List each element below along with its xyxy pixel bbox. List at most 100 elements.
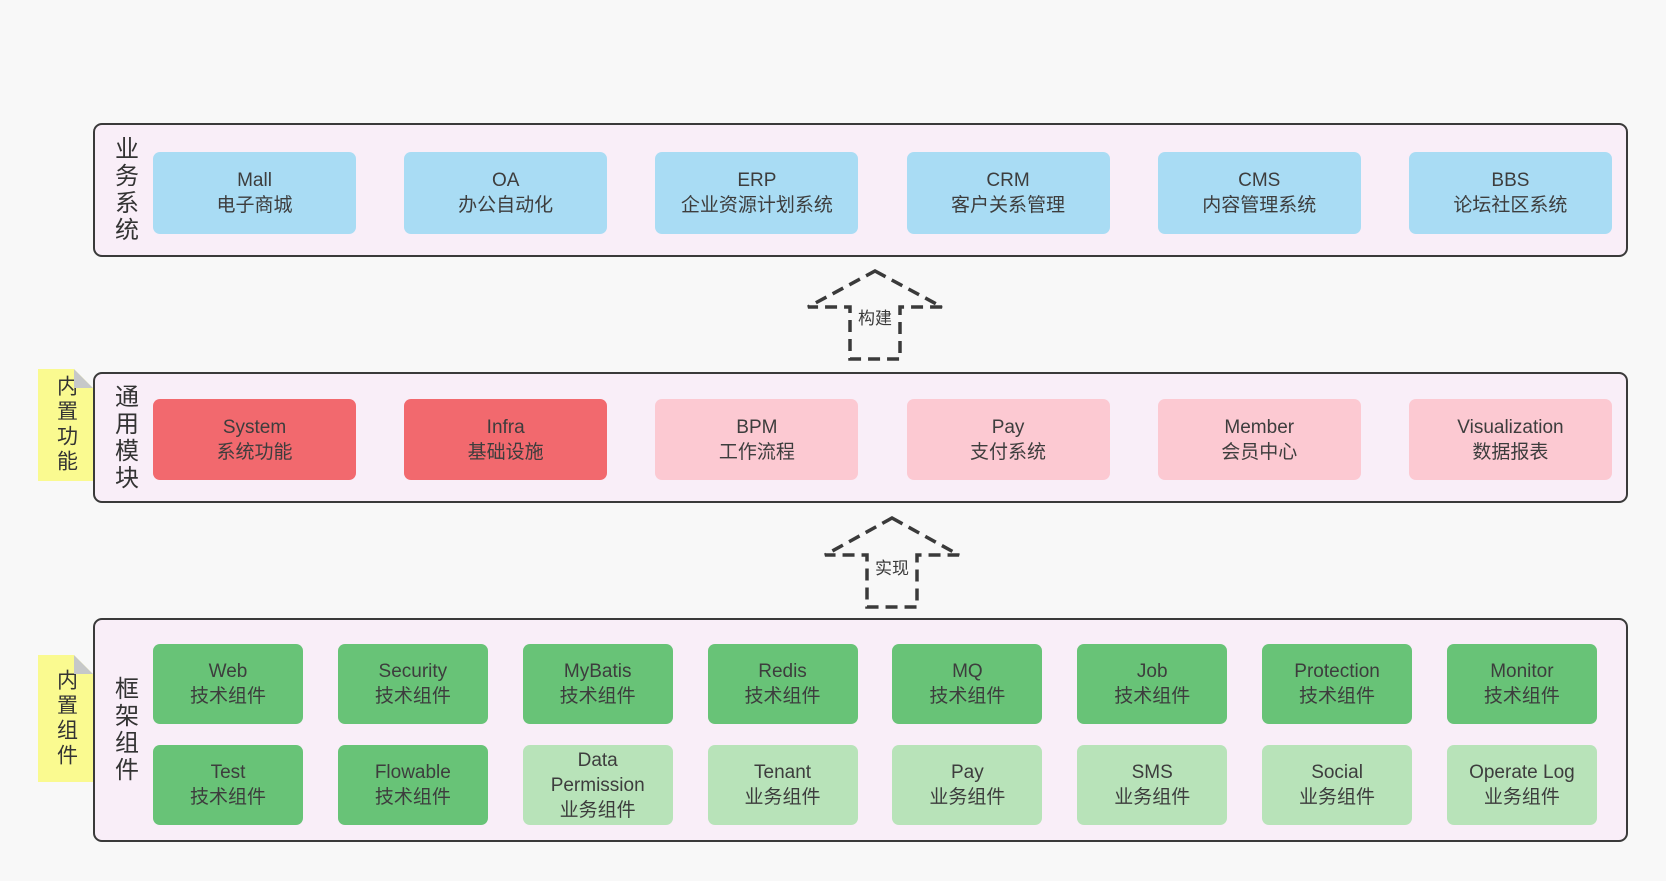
node-title-en: Infra <box>486 416 525 438</box>
node-sms: SMS 业务组件 <box>1077 745 1228 825</box>
node-oa: OA 办公自动化 <box>404 152 608 234</box>
node-social: Social 业务组件 <box>1262 745 1413 825</box>
node-title-cn: 技术组件 <box>559 686 636 707</box>
node-title-en: Test <box>210 762 246 783</box>
node-data-permission: Data Permission 业务组件 <box>522 745 673 825</box>
node-title-en: BBS <box>1491 170 1530 191</box>
node-pay: Pay 支付系统 <box>906 399 1110 480</box>
node-flowable: Flowable 技术组件 <box>337 745 488 825</box>
components-box-row-1: Web 技术组件 Security 技术组件 MyBatis 技术组件 Redi… <box>153 644 1597 724</box>
node-visualization: Visualization 数据报表 <box>1408 399 1612 480</box>
layer-label-components: 框架组件 <box>110 676 138 784</box>
layer-label-business: 业务系统 <box>110 136 138 244</box>
node-security: Security 技术组件 <box>337 644 488 724</box>
node-bpm: BPM 工作流程 <box>655 399 859 480</box>
folded-corner-icon <box>74 655 93 674</box>
node-title-en: CRM <box>986 170 1030 191</box>
node-title-en: Web <box>208 661 248 682</box>
node-title-en: MyBatis <box>563 661 632 682</box>
node-monitor: Monitor 技术组件 <box>1446 644 1597 724</box>
build-arrow-label: 构建 <box>858 309 892 328</box>
node-title-cn: 业务组件 <box>1114 787 1191 808</box>
node-title-en: Flowable <box>374 762 451 783</box>
node-title-cn: 技术组件 <box>1114 686 1191 707</box>
node-title-cn: 内容管理系统 <box>1202 195 1317 216</box>
node-title-en: CMS <box>1238 170 1281 191</box>
node-title-cn: 办公自动化 <box>458 195 554 216</box>
node-title-en: Redis <box>758 661 807 682</box>
sticky-note-label: 内置组件 <box>54 668 78 769</box>
up-arrow-icon <box>824 516 960 609</box>
node-bbs: BBS 论坛社区系统 <box>1408 152 1612 234</box>
node-title-cn: 系统功能 <box>216 441 293 463</box>
node-cms: CMS 内容管理系统 <box>1157 152 1361 234</box>
framework-components-layer: 框架组件 Web 技术组件 Security 技术组件 MyBatis 技术组件… <box>93 618 1628 842</box>
node-redis: Redis 技术组件 <box>707 644 858 724</box>
node-title-en: ERP <box>737 170 777 191</box>
node-title-en: Pay <box>991 416 1025 438</box>
business-box-row: Mall 电子商城 OA 办公自动化 ERP 企业资源计划系统 CRM 客户关系… <box>153 152 1612 234</box>
node-title-en: SMS <box>1131 762 1173 783</box>
node-title-cn: 业务组件 <box>559 799 636 821</box>
node-mybatis: MyBatis 技术组件 <box>522 644 673 724</box>
layer-label-modules: 通用模块 <box>110 383 138 492</box>
node-title-cn: 技术组件 <box>189 787 266 808</box>
modules-box-row: System 系统功能 Infra 基础设施 BPM 工作流程 Pay 支付系统… <box>153 399 1612 480</box>
node-title-cn: 技术组件 <box>744 686 821 707</box>
node-title-cn: 技术组件 <box>929 686 1006 707</box>
node-erp: ERP 企业资源计划系统 <box>655 152 859 234</box>
node-title-cn: 业务组件 <box>1483 787 1560 808</box>
node-mq: MQ 技术组件 <box>892 644 1043 724</box>
node-title-cn: 企业资源计划系统 <box>680 195 833 216</box>
node-title-en: Visualization <box>1457 416 1564 438</box>
node-title-en: System <box>222 416 287 438</box>
node-title-cn: 技术组件 <box>189 686 266 707</box>
node-title-cn: 业务组件 <box>744 787 821 808</box>
node-title-en: Pay <box>951 762 984 783</box>
node-job: Job 技术组件 <box>1077 644 1228 724</box>
folded-corner-icon <box>74 369 93 388</box>
node-title-cn: 电子商城 <box>216 195 293 216</box>
node-protection: Protection 技术组件 <box>1262 644 1413 724</box>
node-title-cn: 论坛社区系统 <box>1453 195 1568 216</box>
node-title-cn: 支付系统 <box>970 441 1047 463</box>
node-member: Member 会员中心 <box>1157 399 1361 480</box>
node-title-cn: 工作流程 <box>718 441 795 463</box>
implement-arrow: 实现 <box>824 516 960 609</box>
node-mall: Mall 电子商城 <box>153 152 356 234</box>
node-operate-log: Operate Log 业务组件 <box>1446 745 1597 825</box>
node-title-en: Monitor <box>1490 661 1554 682</box>
node-title-en: Operate Log <box>1469 762 1575 783</box>
node-tenant: Tenant 业务组件 <box>707 745 858 825</box>
node-title-en: Job <box>1136 661 1168 682</box>
node-system: System 系统功能 <box>153 399 356 480</box>
node-title-cn: 技术组件 <box>374 686 451 707</box>
implement-arrow-label: 实现 <box>875 559 909 578</box>
node-title-en: Protection <box>1294 661 1380 682</box>
node-title-en: Security <box>378 661 448 682</box>
node-title-cn: 业务组件 <box>929 787 1006 808</box>
sticky-note-built-in-components: 内置组件 <box>38 655 93 782</box>
node-title-cn: 数据报表 <box>1472 441 1549 463</box>
node-test: Test 技术组件 <box>153 745 303 825</box>
node-title-cn: 技术组件 <box>374 787 451 808</box>
node-title-cn: 基础设施 <box>467 441 544 463</box>
build-arrow: 构建 <box>807 269 943 361</box>
up-arrow-icon <box>807 269 943 361</box>
common-modules-layer: 通用模块 System 系统功能 Infra 基础设施 BPM 工作流程 Pay… <box>93 372 1628 503</box>
node-crm: CRM 客户关系管理 <box>906 152 1110 234</box>
sticky-note-built-in-features: 内置功能 <box>38 369 93 481</box>
components-box-row-2: Test 技术组件 Flowable 技术组件 Data Permission … <box>153 745 1597 825</box>
business-systems-layer: 业务系统 Mall 电子商城 OA 办公自动化 ERP 企业资源计划系统 CRM… <box>93 123 1628 257</box>
node-title-en: Data Permission <box>550 749 645 796</box>
node-title-cn: 客户关系管理 <box>951 195 1066 216</box>
sticky-note-label: 内置功能 <box>54 375 78 475</box>
node-title-en: MQ <box>952 661 983 682</box>
node-title-cn: 技术组件 <box>1483 686 1560 707</box>
node-title-cn: 技术组件 <box>1299 686 1376 707</box>
node-title-en: Member <box>1224 416 1295 438</box>
node-pay-biz: Pay 业务组件 <box>892 745 1043 825</box>
node-title-en: Social <box>1311 762 1363 783</box>
node-title-en: Mall <box>237 170 272 191</box>
